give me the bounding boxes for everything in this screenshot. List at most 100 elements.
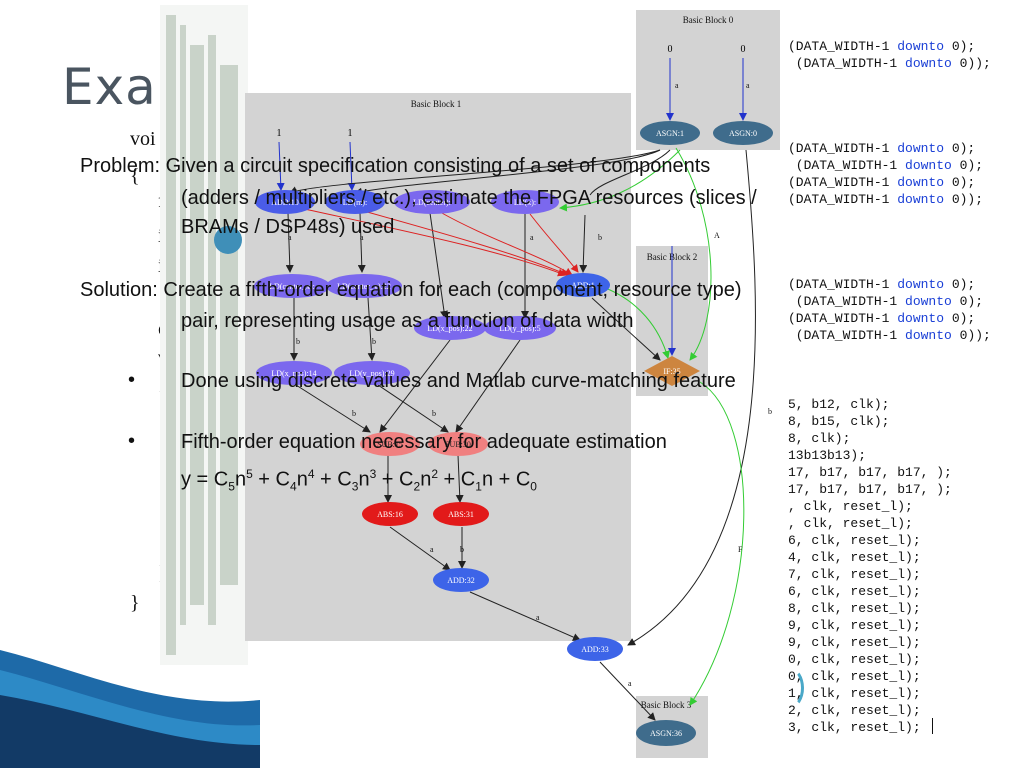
solution-line-1: Solution: Create a fifth-order equation … — [80, 279, 742, 301]
code-fragment-brace-open: { — [130, 165, 140, 187]
vhdl-line: 7, clk, reset_l); — [788, 567, 921, 582]
node-ld-y-pos29 — [334, 361, 410, 385]
vhdl-line: 5, b12, clk); — [788, 397, 890, 412]
edge-label: a — [675, 81, 679, 90]
vhdl-line: 9, clk, reset_l); — [788, 618, 921, 633]
problem-line-3: BRAMs / DSP48s) used — [181, 216, 395, 238]
edge-label: a — [360, 233, 364, 242]
svg-text:LD(center):: LD(center): — [413, 198, 451, 207]
svg-text:ABS:31: ABS:31 — [448, 510, 474, 519]
edge-label: a — [430, 545, 434, 554]
node-add10 — [255, 190, 315, 214]
svg-text:LD(center_y):22: LD(center_y):22 — [337, 282, 391, 291]
edge-label: b — [372, 337, 376, 346]
svg-text:IF:35: IF:35 — [663, 367, 680, 376]
vhdl-line: (DATA_WIDTH-1 downto 0); — [788, 141, 976, 156]
vhdl-line: 6, clk, reset_l); — [788, 584, 921, 599]
node-ld-y-pos — [484, 316, 556, 340]
edge-label: b — [460, 545, 464, 554]
node-if35 — [644, 356, 700, 386]
vhdl-line: (DATA_WIDTH-1 downto 0); — [788, 175, 976, 190]
vhdl-line: 4, clk, reset_l); — [788, 550, 921, 565]
node-ld-x — [491, 190, 559, 214]
svg-text:LD(y_pos):29: LD(y_pos):29 — [349, 369, 394, 378]
problem-line-1: Problem: Given a circuit specification c… — [80, 155, 711, 177]
vhdl-code-top: (DATA_WIDTH-1 downto 0); (DATA_WIDTH-1 d… — [788, 38, 991, 72]
bullet-marker: • — [128, 369, 136, 391]
text-cursor — [932, 718, 933, 734]
code-fragment-brace-close: } — [130, 592, 140, 614]
vhdl-line: 0, clk, reset_l); — [788, 669, 921, 684]
svg-text:LD(x_pos):22: LD(x_pos):22 — [427, 324, 472, 333]
svg-text:LD(x_pos):14: LD(x_pos):14 — [271, 369, 316, 378]
vhdl-line: (DATA_WIDTH-1 downto 0)); — [788, 328, 991, 343]
node-ld-x-pos — [414, 316, 486, 340]
node-asgn36 — [636, 720, 696, 746]
node-abs31 — [433, 502, 489, 526]
svg-text:ASGN:1: ASGN:1 — [656, 129, 684, 138]
vhdl-line: 8, b15, clk); — [788, 414, 890, 429]
edge-label: a — [628, 679, 632, 688]
svg-text:ADD:33: ADD:33 — [581, 645, 609, 654]
vhdl-line: (DATA_WIDTH-1 downto 0); — [788, 39, 976, 54]
vhdl-line: 17, b17, b17, b17, ); — [788, 482, 952, 497]
svg-text:LD(y_pos):5: LD(y_pos):5 — [499, 324, 540, 333]
const-node: 1 — [348, 128, 353, 139]
node-add33 — [567, 637, 623, 661]
const-node: 0 — [668, 44, 673, 55]
vhdl-line: (DATA_WIDTH-1 downto 0)); — [788, 192, 984, 207]
problem-line-2: (adders / multipliers / etc.), estimate … — [181, 187, 757, 209]
svg-text:SUB:15: SUB:15 — [377, 440, 403, 449]
node-sub30 — [428, 432, 488, 456]
svg-text:ABS:16: ABS:16 — [377, 510, 403, 519]
equation: y = C5n5 + C4n4 + C3n3 + C2n2 + C1n + C0 — [181, 467, 537, 494]
vhdl-line: 8, clk); — [788, 431, 851, 446]
edge-label: b — [432, 409, 436, 418]
vhdl-line: 13b13b13); — [788, 448, 867, 463]
block1-title: Basic Block 1 — [411, 99, 462, 109]
const-node: 0 — [741, 44, 746, 55]
vhdl-line: (DATA_WIDTH-1 downto 0)); — [788, 56, 991, 71]
node-add32 — [433, 568, 489, 592]
node-abs16 — [362, 502, 418, 526]
node-asgn0 — [713, 121, 773, 145]
edge-label: b — [598, 233, 602, 242]
edge-label: b — [296, 337, 300, 346]
svg-text:ASGN:0: ASGN:0 — [729, 129, 757, 138]
node-sub15 — [360, 432, 420, 456]
block3-title: Basic Block 3 — [641, 700, 692, 710]
vhdl-line: 9, clk, reset_l); — [788, 635, 921, 650]
svg-text:LD(center_x):: LD(center_x): — [269, 282, 315, 291]
solution-line-2: pair, representing usage as a function o… — [181, 310, 634, 332]
vhdl-line: (DATA_WIDTH-1 downto 0); — [788, 311, 976, 326]
svg-text:LD(m):: LD(m): — [343, 198, 367, 207]
svg-text:ADD:1: ADD:1 — [571, 281, 595, 290]
vhdl-line: 17, b17, b17, b17, ); — [788, 465, 952, 480]
ring-decoration — [778, 668, 804, 708]
bullet-2-text: Fifth-order equation necessary for adequ… — [181, 431, 667, 453]
wave-decoration — [0, 650, 260, 768]
node-ld-m — [325, 190, 385, 214]
vhdl-line: (DATA_WIDTH-1 downto 0); — [788, 158, 984, 173]
node-add-n — [556, 273, 610, 297]
edge-label: a — [530, 233, 534, 242]
vhdl-line: 3, clk, reset_l); — [788, 720, 921, 735]
vhdl-line: 2, clk, reset_l); — [788, 703, 921, 718]
vhdl-code-bottom: 5, b12, clk); 8, b15, clk); 8, clk); 13b13b… — [788, 396, 952, 736]
node-ld-center — [394, 190, 470, 214]
vhdl-line: , clk, reset_l); — [788, 516, 913, 531]
edge-label: a — [746, 81, 750, 90]
svg-text:ASGN:36: ASGN:36 — [650, 729, 682, 738]
const-node: 1 — [277, 128, 282, 139]
vhdl-line: , clk, reset_l); — [788, 499, 913, 514]
vhdl-line: 6, clk, reset_l); — [788, 533, 921, 548]
edge-label: F — [738, 545, 743, 554]
block0-title: Basic Block 0 — [683, 15, 734, 25]
vhdl-code-mid: (DATA_WIDTH-1 downto 0); (DATA_WIDTH-1 d… — [788, 140, 983, 208]
edge-label: a — [536, 613, 540, 622]
code-fragment-void: voi — [130, 128, 156, 150]
svg-text:ADD:32: ADD:32 — [447, 576, 475, 585]
slide-title: Exa — [62, 58, 157, 116]
edge-label: b — [352, 409, 356, 418]
